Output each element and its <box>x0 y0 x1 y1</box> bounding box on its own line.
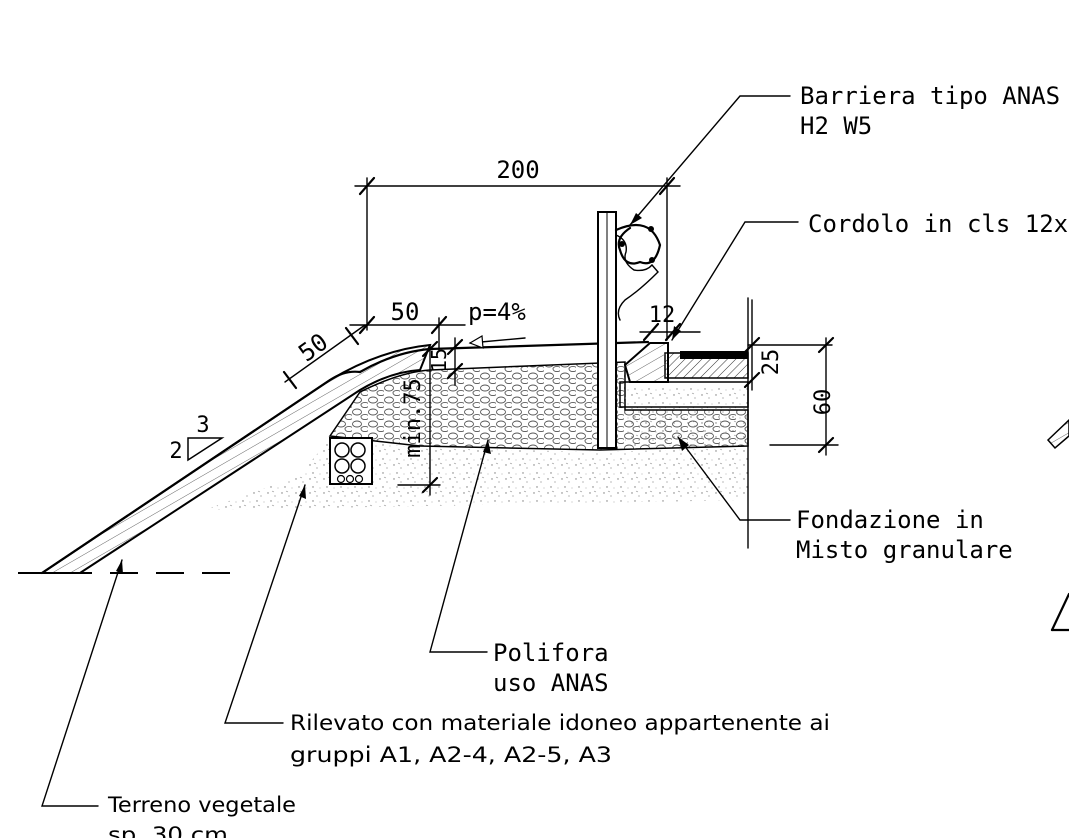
conduit-6 <box>345 474 355 484</box>
barrier-spacer <box>615 234 659 321</box>
leader-cordolo-arrow <box>672 326 681 340</box>
dim-60-tick-1 <box>817 336 835 354</box>
label-barriera-2: H2 W5 <box>800 112 872 140</box>
conduit-7 <box>354 474 364 484</box>
dim-12-tick-2 <box>664 322 682 342</box>
label-fondazione-1: Fondazione in <box>796 506 984 534</box>
right-lower-fragment <box>1050 592 1069 632</box>
dim-slope-pct: p=4% <box>468 298 526 326</box>
leader-rilevato-arrow <box>299 485 306 499</box>
dim-15-label: 15 <box>427 348 451 372</box>
dim-60-label: 60 <box>811 389 836 416</box>
label-terreno-2: sp. 30 cm <box>108 823 228 838</box>
dim-200-label: 200 <box>496 156 539 184</box>
label-rilevato-1: Rilevato con materiale idoneo appartenen… <box>290 711 830 735</box>
dim-12-tick-1 <box>642 322 660 342</box>
leader-polifora-arrow <box>483 440 491 454</box>
misto-granulare-lower <box>625 388 748 446</box>
leader-terreno-arrow <box>116 560 123 574</box>
slope-pct-arrowhead <box>468 335 484 349</box>
dim-50-label: 50 <box>391 298 420 326</box>
leader-barriera-arrow <box>630 213 642 225</box>
leader-cordolo <box>671 221 799 341</box>
dim-200-tick-right <box>658 176 676 196</box>
barrier-bolt-1 <box>648 226 654 232</box>
dim-slope-label: 50 <box>293 328 333 368</box>
leader-fondazione <box>677 436 791 521</box>
barrier-bolt-2 <box>619 241 625 247</box>
label-rilevato-2: gruppi A1, A2-4, A2-5, A3 <box>290 743 612 767</box>
dim-slope-tick-2 <box>344 326 360 346</box>
label-cordolo: Cordolo in cls 12x <box>808 210 1068 238</box>
conduit-3 <box>334 458 350 474</box>
asphalt-top <box>680 351 748 359</box>
dim-15-tick-1 <box>446 338 464 356</box>
leader-polifora <box>429 439 489 653</box>
dim-75-label: min.75 <box>401 378 426 457</box>
right-slope-fragment <box>1046 418 1069 450</box>
dim-12-label: 12 <box>649 303 676 328</box>
leader-rilevato <box>224 484 306 724</box>
dim-25-label: 25 <box>759 349 784 376</box>
conduit-4 <box>350 458 366 474</box>
dim-50-tick-left <box>358 315 376 335</box>
conduit-1 <box>334 442 350 458</box>
slope-ratio-rise: 2 <box>169 439 182 464</box>
leader-terreno <box>41 559 123 807</box>
dim-slope-tick-1 <box>282 370 298 390</box>
slope-ratio-run: 3 <box>196 413 209 438</box>
leader-fondazione-arrow <box>678 437 689 451</box>
leader-barriera <box>629 95 791 226</box>
dim-15-tick-2 <box>446 362 464 380</box>
label-polifora-1: Polifora <box>493 639 609 667</box>
label-polifora-2: uso ANAS <box>493 669 609 697</box>
dim-200-tick-left <box>358 176 376 196</box>
label-fondazione-2: Misto granulare <box>796 536 1013 564</box>
conduit-5 <box>336 474 346 484</box>
slope-top-line <box>40 370 362 575</box>
label-terreno-1: Terreno vegetale <box>107 793 296 817</box>
cordolo-curb <box>623 342 669 383</box>
slope-ratio-triangle <box>187 437 225 462</box>
conduit-2 <box>350 442 366 458</box>
label-barriera-1: Barriera tipo ANAS <box>800 82 1060 110</box>
dim-75-tick-1 <box>421 340 439 358</box>
barrier-bolt-3 <box>649 257 655 263</box>
